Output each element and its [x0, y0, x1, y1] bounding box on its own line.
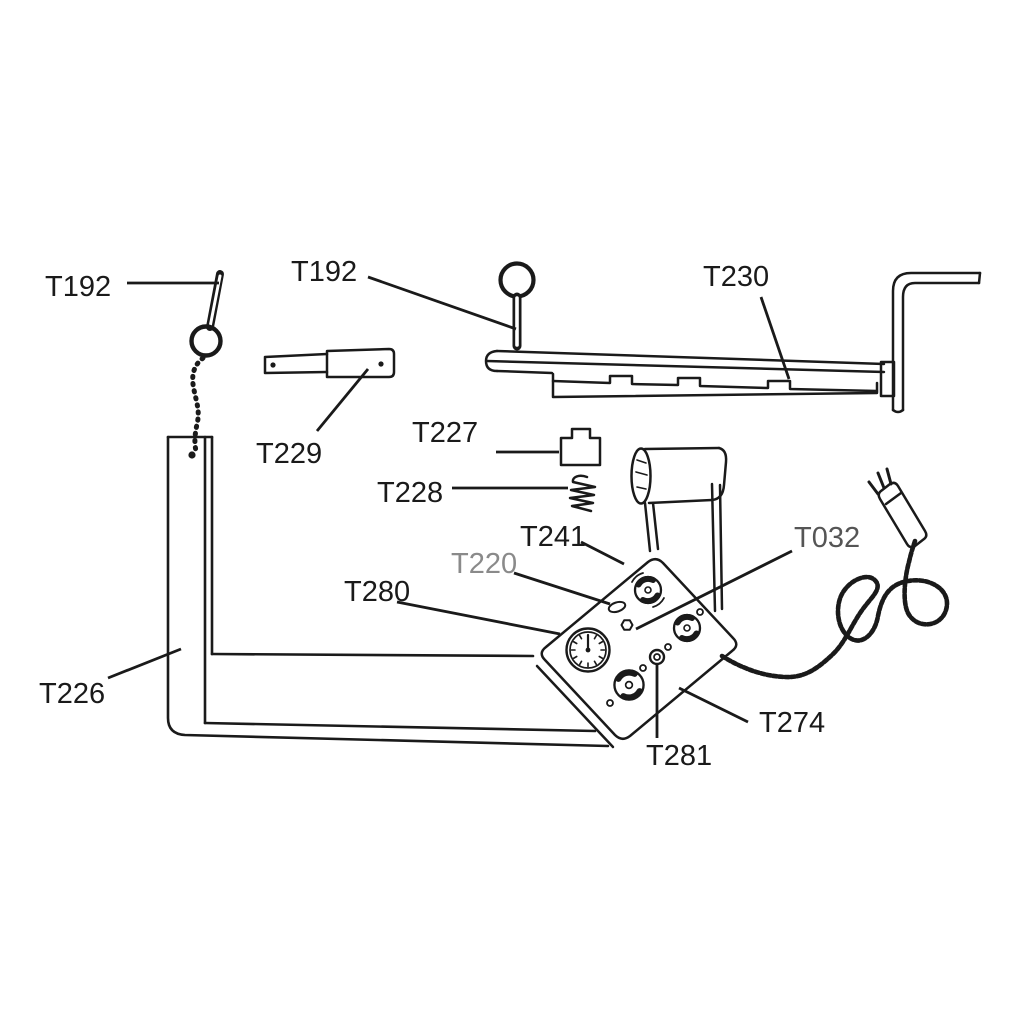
- spring-coil: [568, 474, 597, 513]
- leader-t032: [635, 549, 793, 631]
- shaft-hole-left: [270, 362, 276, 368]
- gauge: [565, 627, 611, 673]
- leader-t230: [759, 296, 791, 380]
- leader-t241: [580, 540, 625, 566]
- pin-ring: [189, 324, 223, 358]
- shaft-rod: [263, 352, 329, 375]
- pin-rod-highlight: [208, 274, 222, 329]
- mount-tube-part: [630, 446, 728, 613]
- label-t226: T226: [39, 678, 105, 710]
- label-t228: T228: [377, 477, 443, 509]
- label-t032: T032: [794, 522, 860, 554]
- leader-t226: [107, 647, 182, 680]
- label-t192-top-left: T192: [45, 271, 111, 303]
- label-t241: T241: [520, 521, 586, 553]
- frame-beam-top: [210, 652, 535, 658]
- plug: [867, 467, 928, 549]
- frame-hole: [188, 451, 196, 459]
- chain: [190, 355, 206, 454]
- pin-with-ring-part: [498, 261, 536, 351]
- label-t229: T229: [256, 438, 322, 470]
- tube-hatch: [635, 459, 648, 490]
- leader-t280: [396, 600, 561, 636]
- frame-beam-inner-bottom: [203, 721, 597, 733]
- notched-bar-part: [484, 271, 982, 414]
- plug-collar: [884, 491, 903, 506]
- hex-nut: [620, 619, 634, 631]
- shaft-sleeve-part: [263, 347, 396, 379]
- tube-right: [710, 446, 728, 502]
- switch-block-part: [559, 427, 602, 467]
- label-t220: T220: [451, 548, 517, 580]
- indicator-oval: [607, 600, 627, 614]
- leader-t274: [678, 686, 749, 724]
- tube-top: [643, 446, 721, 451]
- panel-outline: [540, 558, 738, 740]
- label-t192-center: T192: [291, 256, 357, 288]
- handle-bottom-cap: [891, 408, 905, 414]
- screw-dot: [639, 664, 647, 672]
- panel-knob-top: [631, 572, 665, 608]
- screw-dot: [696, 608, 704, 616]
- screw-dot: [606, 699, 614, 707]
- plug-body: [877, 481, 928, 549]
- leader-t192-center: [367, 275, 517, 331]
- label-t281: T281: [646, 740, 712, 772]
- control-panel-part: [535, 558, 738, 749]
- block-outline: [559, 427, 602, 467]
- pin-ring: [498, 261, 536, 299]
- panel-knob-right: [672, 613, 702, 643]
- small-knob: [648, 648, 666, 666]
- sleeve-body: [325, 347, 396, 379]
- gauge-center: [585, 647, 591, 653]
- label-t230: T230: [703, 261, 769, 293]
- spring-part: [568, 474, 597, 513]
- bar-mid-line: [485, 359, 886, 374]
- label-t280: T280: [344, 576, 410, 608]
- frame-outer-edge: [166, 435, 610, 748]
- panel-thickness-edge: [535, 664, 615, 749]
- sleeve-hole-right: [378, 361, 384, 367]
- bar-top-line: [495, 349, 886, 366]
- left-arm: [643, 501, 660, 553]
- tube-bottom: [647, 498, 714, 505]
- label-t274: T274: [759, 707, 825, 739]
- l-frame-part: [166, 435, 610, 748]
- knob-outer-arc: [652, 597, 665, 608]
- plug-prongs: [867, 467, 893, 496]
- pin-with-ring-and-chain-part: [189, 270, 224, 454]
- leader-t229: [315, 368, 370, 432]
- part-labels: T192 T192 T230 T229 T227 T228 T241 T220 …: [39, 256, 860, 772]
- handle-inner: [901, 281, 981, 412]
- bar-bottom-line: [495, 369, 554, 375]
- leader-lines: [107, 275, 793, 738]
- knob-outer-arc: [631, 572, 644, 583]
- rack-top-notched-edge: [551, 374, 879, 393]
- label-t227: T227: [412, 417, 478, 449]
- screw-dot: [664, 643, 672, 651]
- cord: [719, 538, 950, 680]
- power-cord-part: [719, 467, 950, 680]
- rack-outline: [551, 372, 879, 399]
- tube-end-face: [630, 447, 652, 505]
- right-arm: [710, 482, 724, 613]
- handle-end-cap: [977, 271, 982, 285]
- handle-outer: [891, 271, 982, 412]
- gauge-ticks: [570, 634, 606, 668]
- panel-knob-bottom: [613, 669, 645, 701]
- leader-t220: [513, 571, 611, 606]
